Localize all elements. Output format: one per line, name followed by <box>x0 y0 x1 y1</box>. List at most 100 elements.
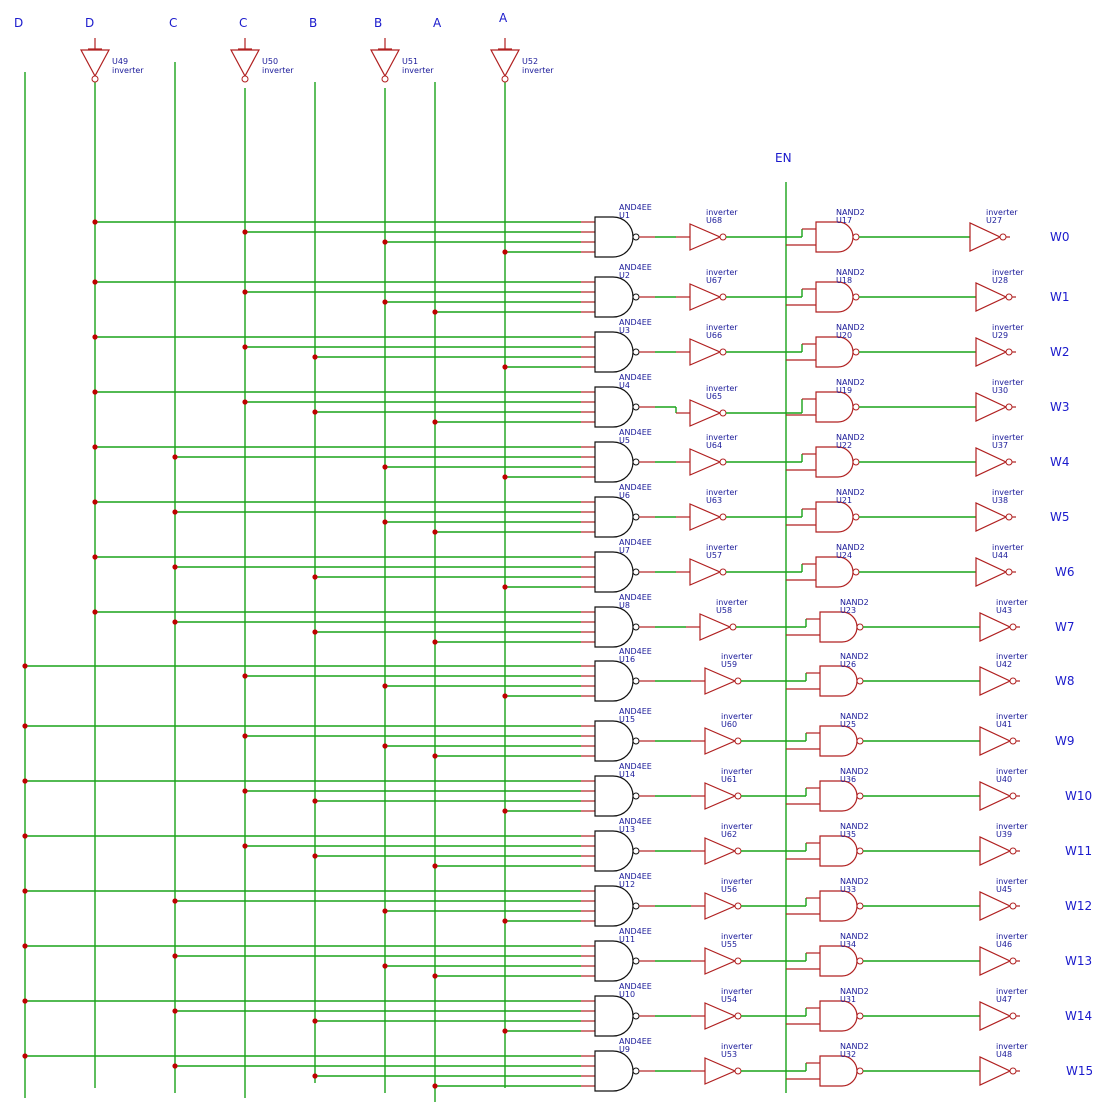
row-inverter-triangle <box>704 947 737 975</box>
and4-gate <box>594 940 634 982</box>
junction-dot <box>242 289 248 295</box>
row-inverter-triangle <box>689 223 722 251</box>
nand2-gate <box>815 556 854 588</box>
output-inverter-ref-label: U40 <box>996 775 1012 784</box>
nand2-ref-label: U34 <box>840 940 856 949</box>
and4-output-bubble <box>632 737 640 745</box>
nand2-output-bubble <box>856 623 864 631</box>
input-label-d-inverted: D <box>85 16 94 30</box>
output-inverter-ref-label: U28 <box>992 276 1008 285</box>
output-inverter-bubble <box>1009 677 1017 685</box>
output-inverter-type-label: inverter <box>992 433 1024 442</box>
and4-type-label: AND4EE <box>619 927 652 936</box>
and4-type-label: AND4EE <box>619 373 652 382</box>
and4-output-bubble <box>632 1067 640 1075</box>
and4-ref-label: U7 <box>619 546 630 555</box>
output-inverter-triangle <box>975 337 1008 367</box>
and4-type-label: AND4EE <box>619 872 652 881</box>
junction-dot <box>22 1053 28 1059</box>
nand2-type-label: NAND2 <box>840 767 869 776</box>
and4-output-bubble <box>632 348 640 356</box>
output-inverter-bubble <box>1009 957 1017 965</box>
row-inverter-type-label: inverter <box>721 652 753 661</box>
row-inverter-bubble <box>734 792 742 800</box>
output-inverter-type-label: inverter <box>992 488 1024 497</box>
and4-ref-label: U16 <box>619 655 635 664</box>
junction-dot <box>502 693 508 699</box>
junction-dot <box>312 354 318 360</box>
row-inverter-type-label: inverter <box>721 1042 753 1051</box>
output-inverter-triangle <box>979 1001 1012 1031</box>
row-inverter-bubble <box>734 902 742 910</box>
row-inverter-ref-label: U53 <box>721 1050 737 1059</box>
nand2-gate <box>815 281 854 313</box>
junction-dot <box>432 309 438 315</box>
row-inverter-bubble <box>734 957 742 965</box>
output-inverter-bubble <box>999 233 1007 241</box>
input-label-c-inverted: C <box>239 16 247 30</box>
row-inverter-triangle <box>689 503 722 531</box>
output-inverter-triangle <box>979 781 1012 811</box>
junction-dot <box>22 888 28 894</box>
output-inverter-bubble <box>1009 737 1017 745</box>
enable-label: EN <box>775 151 792 165</box>
input-label-a-inverted: A <box>499 11 508 25</box>
output-inverter-ref-label: U41 <box>996 720 1012 729</box>
nand2-type-label: NAND2 <box>836 488 865 497</box>
row-inverter-type-label: inverter <box>706 488 738 497</box>
junction-dot <box>172 898 178 904</box>
nand2-ref-label: U18 <box>836 276 852 285</box>
inverter-bubble <box>91 75 99 83</box>
nand2-gate <box>819 611 858 643</box>
output-inverter-triangle <box>975 282 1008 312</box>
nand2-output-bubble <box>852 513 860 521</box>
and4-type-label: AND4EE <box>619 428 652 437</box>
and4-type-label: AND4EE <box>619 707 652 716</box>
output-inverter-ref-label: U38 <box>992 496 1008 505</box>
output-inverter-bubble <box>1005 568 1013 576</box>
and4-output-bubble <box>632 677 640 685</box>
junction-dot <box>22 778 28 784</box>
output-inverter-bubble <box>1005 293 1013 301</box>
nand2-output-bubble <box>852 233 860 241</box>
nand2-gate <box>815 221 854 253</box>
junction-dot <box>22 943 28 949</box>
row-inverter-bubble <box>719 458 727 466</box>
nand2-type-label: NAND2 <box>836 433 865 442</box>
row-inverter-triangle <box>689 448 722 476</box>
nand2-gate <box>819 780 858 812</box>
output-label-w12: W12 <box>1065 899 1092 913</box>
junction-dot <box>242 733 248 739</box>
row-inverter-bubble <box>734 737 742 745</box>
junction-dot <box>502 249 508 255</box>
junction-dot <box>432 863 438 869</box>
output-inverter-ref-label: U47 <box>996 995 1012 1004</box>
junction-dot <box>502 584 508 590</box>
junction-dot <box>242 229 248 235</box>
and4-type-label: AND4EE <box>619 817 652 826</box>
row-inverter-ref-label: U60 <box>721 720 737 729</box>
junction-dot <box>242 788 248 794</box>
output-label-w3: W3 <box>1050 400 1070 414</box>
output-inverter-type-label: inverter <box>996 877 1028 886</box>
row-inverter-bubble <box>719 233 727 241</box>
output-label-w0: W0 <box>1050 230 1070 244</box>
output-inverter-ref-label: U29 <box>992 331 1008 340</box>
row-inverter-ref-label: U68 <box>706 216 722 225</box>
junction-dot <box>172 509 178 515</box>
nand2-type-label: NAND2 <box>836 378 865 387</box>
and4-gate <box>594 1050 634 1092</box>
output-label-w11: W11 <box>1065 844 1092 858</box>
junction-dot <box>22 998 28 1004</box>
junction-dot <box>382 519 388 525</box>
row-inverter-ref-label: U64 <box>706 441 722 450</box>
